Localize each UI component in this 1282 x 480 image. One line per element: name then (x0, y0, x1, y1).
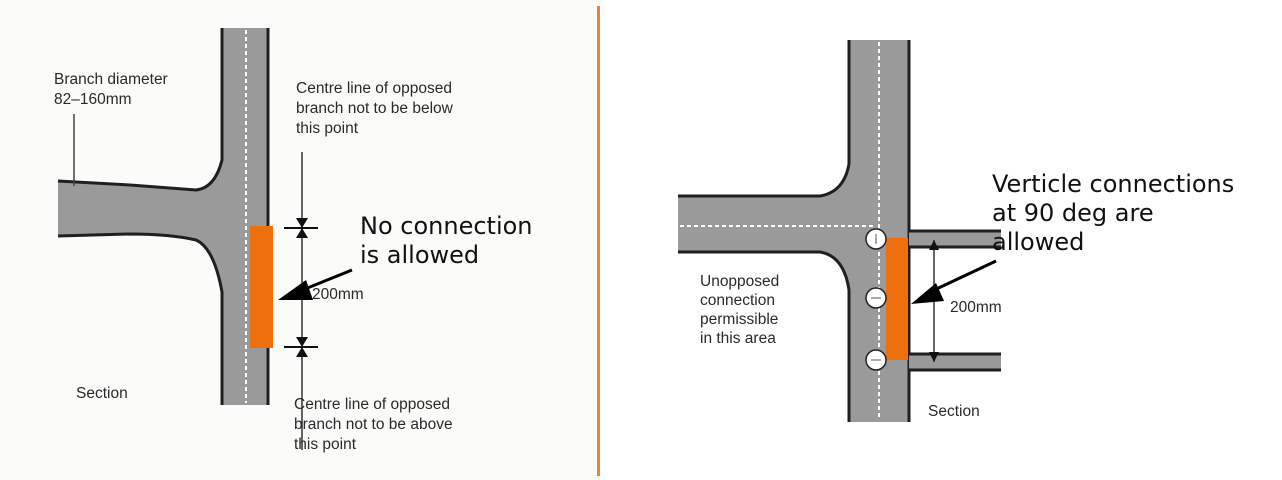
right-branch-upper (909, 231, 1001, 247)
right-callout-arrow (929, 259, 997, 294)
connection-point-bottom (865, 349, 887, 371)
left-dim-arrowhead-bottom-lower (296, 347, 308, 357)
left-dim-arrowhead-bottom-upper (296, 337, 308, 347)
connection-point-middle (865, 287, 887, 309)
connection-point-top (865, 228, 887, 250)
no-connection-label: No connection is allowed (360, 212, 533, 269)
right-dim-arrowhead-top (929, 240, 939, 250)
left-pipe (58, 28, 268, 405)
right-connection-zone (886, 238, 908, 360)
left-pipe-outline-lower (57, 232, 224, 405)
left-diagram-panel: Branch diameter 82–160mm Centre line of … (0, 0, 596, 480)
right-dim-arrowhead-bottom (929, 352, 939, 362)
centre-line-top-label: Centre line of opposed branch not to be … (296, 80, 453, 137)
right-section-label: Section (928, 403, 980, 420)
right-pipe-outline-upper (678, 40, 851, 198)
branch-diameter-label: Branch diameter 82–160mm (54, 71, 168, 108)
left-callout-arrow (299, 268, 353, 293)
right-branch-lower (909, 354, 1001, 370)
panel-divider (597, 6, 600, 476)
left-no-connection-zone (250, 226, 273, 348)
left-callout-arrowhead (278, 280, 313, 300)
right-callout-arrowhead (911, 283, 944, 304)
right-dimension-label: 200mm (950, 299, 1002, 316)
left-pipe-outline (57, 28, 224, 192)
right-diagram (678, 40, 1001, 422)
right-diagram-panel: Verticle connections at 90 deg are allow… (604, 0, 1282, 480)
left-dim-arrowhead-top-upper (296, 218, 308, 228)
left-dim-arrowhead-top-lower (296, 228, 308, 238)
left-diagram (57, 28, 353, 450)
verticle-connections-label: Verticle connections at 90 deg are allow… (992, 170, 1235, 256)
right-pipe-outline-lower (678, 250, 851, 422)
unopposed-connection-label: Unopposed connection permissible in this… (700, 273, 780, 347)
right-pipe (678, 40, 909, 422)
left-section-label: Section (76, 385, 128, 402)
left-dimension-label: 200mm (312, 286, 364, 303)
centre-line-bottom-label: Centre line of opposed branch not to be … (294, 396, 453, 453)
